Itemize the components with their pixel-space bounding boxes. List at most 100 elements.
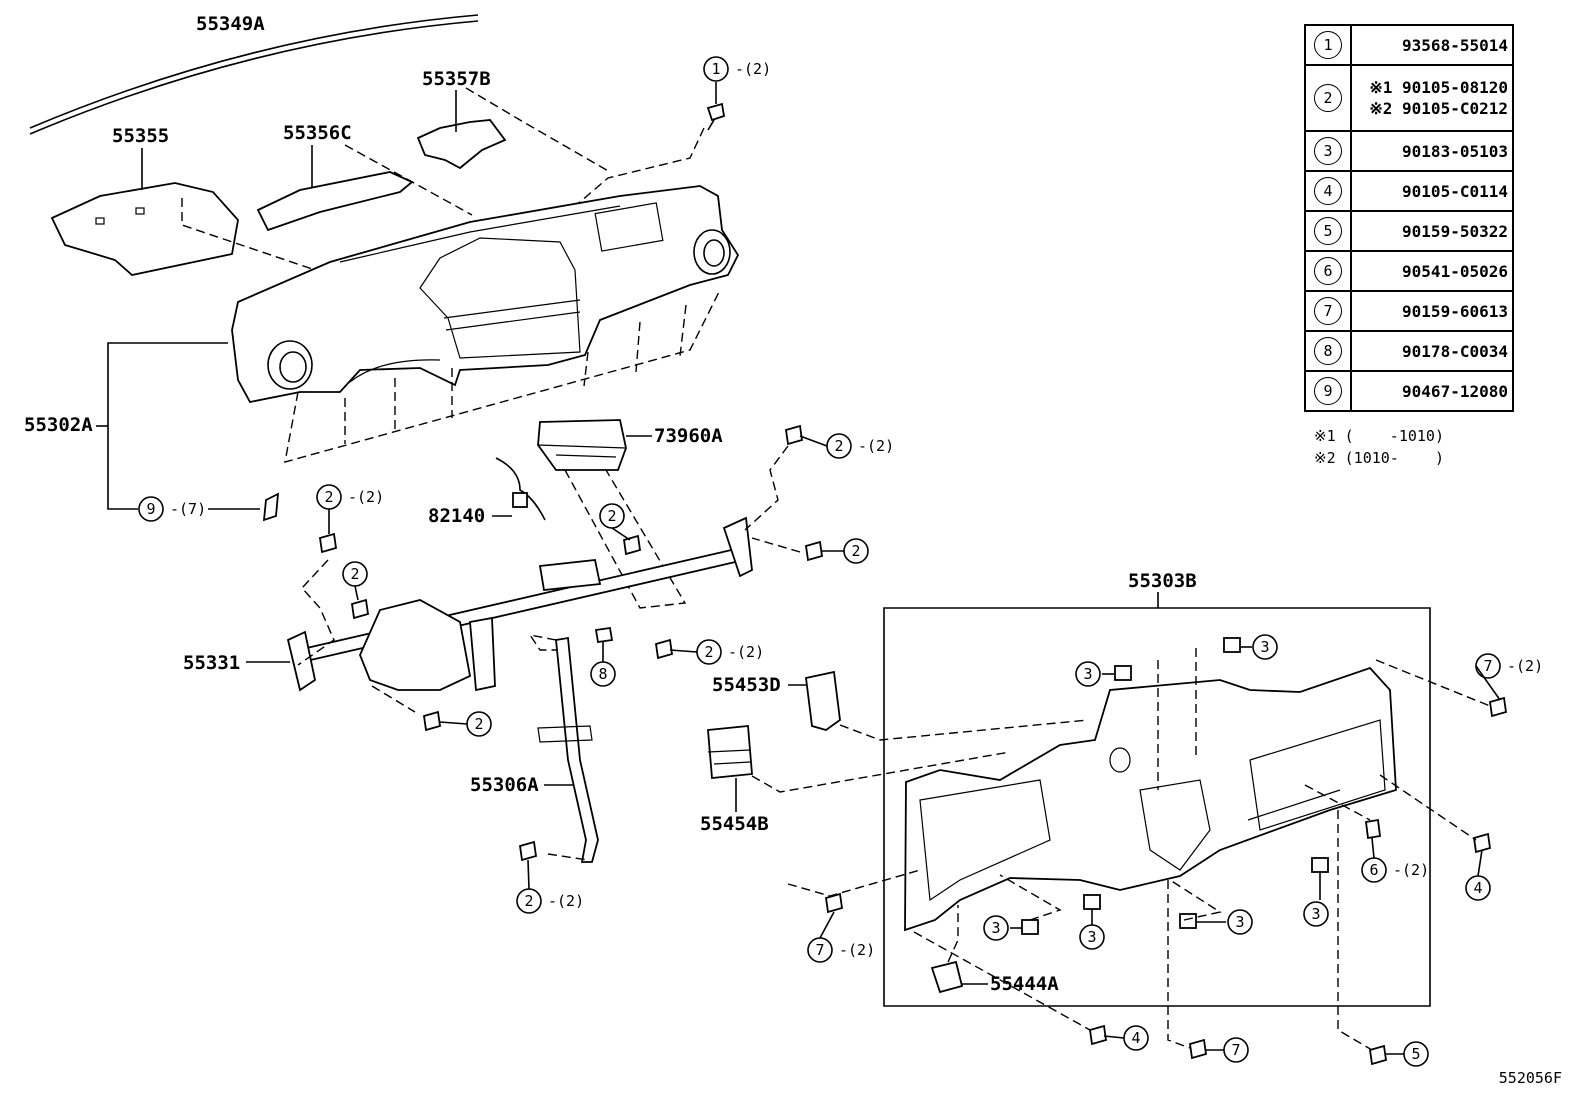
callout-4b: 4 xyxy=(1123,1025,1149,1051)
svg-text:-(7): -(7) xyxy=(170,500,206,518)
bolt-2-f xyxy=(654,638,674,660)
svg-text:3: 3 xyxy=(1260,638,1269,656)
legend-circle: 2 xyxy=(1314,84,1342,112)
callout-3e: 3 xyxy=(1079,924,1105,950)
legend-row-2: 2 ※1 90105-08120 ※2 90105-C0212 xyxy=(1304,64,1514,132)
legend-circle: 5 xyxy=(1314,217,1342,245)
part-55302A-left-vent xyxy=(267,340,313,390)
clip-3-c xyxy=(1311,857,1329,873)
svg-text:4: 4 xyxy=(1131,1029,1140,1047)
callout-7b: 7-(2) xyxy=(807,937,875,963)
callout-2f: 2 -(2) xyxy=(696,639,764,665)
legend-row-7: 7 90159-60613 xyxy=(1304,290,1514,332)
bolt-7-a xyxy=(1488,696,1508,718)
clip-6 xyxy=(1364,818,1382,840)
legend-part-number: 90159-50322 xyxy=(1350,210,1514,252)
callout-9: 9-(7) xyxy=(138,496,206,522)
part-55454B-detail xyxy=(707,749,751,765)
svg-text:2: 2 xyxy=(704,643,713,661)
bolt-7-c xyxy=(1188,1038,1208,1060)
group-55303B-box xyxy=(883,607,1431,1007)
legend-part-number: 90541-05026 xyxy=(1350,250,1514,292)
label-55306A: 55306A xyxy=(470,774,539,796)
part-55302A-left-vent-inner xyxy=(279,351,307,383)
legend-row-8: 8 90178-C0034 xyxy=(1304,330,1514,372)
bolt-2-h xyxy=(518,840,538,862)
bolt-2-c xyxy=(622,534,642,556)
guide-panel-bottom xyxy=(284,289,721,463)
callout-2b: 2-(2) xyxy=(826,433,894,459)
callout-7c: 7 xyxy=(1223,1037,1249,1063)
part-55331-center-bracket xyxy=(538,559,602,591)
legend-part-number: 90467-12080 xyxy=(1350,370,1514,412)
guide-55331-right xyxy=(744,445,801,553)
callout-3c: 3 xyxy=(1303,901,1329,927)
callout-3d: 3 xyxy=(983,915,1009,941)
legend-row-1: 1 93568-55014 xyxy=(1304,24,1514,66)
part-55303B-left-section xyxy=(919,779,1051,902)
legend-circle: 8 xyxy=(1314,337,1342,365)
callout-2a: 2 -(2) xyxy=(316,484,384,510)
legend-part-number: ※2 90105-C0212 xyxy=(1369,99,1508,118)
svg-text:-(2): -(2) xyxy=(1507,657,1543,675)
label-55355: 55355 xyxy=(112,125,169,147)
svg-text:4: 4 xyxy=(1473,879,1482,897)
part-55306A-bracket xyxy=(537,725,593,743)
callout-3f: 3 xyxy=(1227,909,1253,935)
guide-55306A xyxy=(528,633,557,651)
footnote-2: ※2 (1010- ) xyxy=(1314,449,1444,467)
callout-leaders xyxy=(328,435,1501,1055)
svg-text:5: 5 xyxy=(1411,1045,1420,1063)
label-55444A: 55444A xyxy=(990,973,1059,995)
legend-circle: 4 xyxy=(1314,177,1342,205)
guide-airbag xyxy=(564,469,687,609)
callout-7a: 7-(2) xyxy=(1475,653,1543,679)
bolt-7-b xyxy=(824,892,844,914)
svg-text:7: 7 xyxy=(1231,1041,1240,1059)
clip-3-d xyxy=(1021,919,1039,935)
part-55303B-right-section xyxy=(1249,719,1386,831)
legend-circle: 6 xyxy=(1314,257,1342,285)
bolt-4-a xyxy=(1472,832,1492,854)
clip-3-f xyxy=(1179,913,1197,929)
label-55331: 55331 xyxy=(183,652,240,674)
footnotes: ※1 ( -1010) ※2 (1010- ) xyxy=(1314,425,1444,469)
part-55302A-right-vent xyxy=(693,229,731,275)
svg-text:3: 3 xyxy=(1311,905,1320,923)
guide-55355 xyxy=(181,198,331,276)
part-55302A-dash-line xyxy=(339,205,621,263)
svg-text:-(2): -(2) xyxy=(735,60,771,78)
guide-55453D xyxy=(839,719,1089,741)
svg-text:2: 2 xyxy=(851,542,860,560)
leader-55302A xyxy=(107,342,228,510)
part-55444A xyxy=(930,960,964,994)
label-55302A: 55302A xyxy=(24,414,93,436)
guide-55356C xyxy=(344,144,473,216)
legend-row-5: 5 90159-50322 xyxy=(1304,210,1514,252)
svg-text:2: 2 xyxy=(324,488,333,506)
guide-screw1 xyxy=(429,127,705,331)
label-55349A: 55349A xyxy=(196,13,265,35)
clip-3-b xyxy=(1223,637,1241,653)
svg-text:2: 2 xyxy=(607,507,616,525)
part-55357B-pad xyxy=(416,119,507,170)
part-55302A-right-vent-inner xyxy=(703,239,725,267)
label-73960A: 73960A xyxy=(654,425,723,447)
svg-text:3: 3 xyxy=(1087,928,1096,946)
callout-6: 6-(2) xyxy=(1361,857,1429,883)
svg-text:-(2): -(2) xyxy=(728,643,764,661)
svg-text:-(2): -(2) xyxy=(348,488,384,506)
label-55357B: 55357B xyxy=(422,68,491,90)
callout-2c: 2 xyxy=(599,503,625,529)
svg-text:2: 2 xyxy=(474,715,483,733)
label-55453D: 55453D xyxy=(712,674,781,696)
legend-table: 1 93568-55014 2 ※1 90105-08120 ※2 90105-… xyxy=(1304,24,1514,412)
part-55355-clip-a xyxy=(95,217,105,225)
svg-text:-(2): -(2) xyxy=(839,941,875,959)
part-55331-mid-bracket xyxy=(469,616,496,692)
legend-row-9: 9 90467-12080 xyxy=(1304,370,1514,412)
label-55454B: 55454B xyxy=(700,813,769,835)
callout-8: 8 xyxy=(590,661,616,687)
svg-text:3: 3 xyxy=(1083,665,1092,683)
label-55356C: 55356C xyxy=(283,122,352,144)
